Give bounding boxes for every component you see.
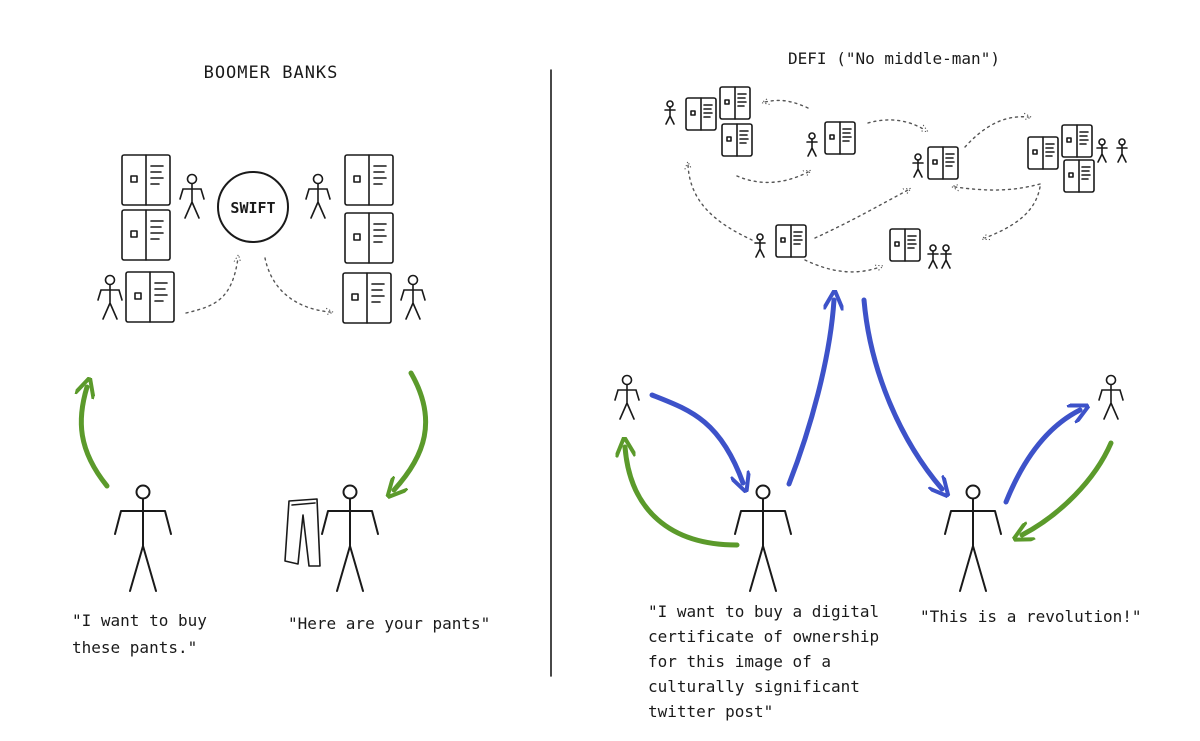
bank-building-icon: [719, 86, 751, 120]
buyer-person-icon: [114, 484, 172, 592]
bank-building-icon: [1061, 124, 1093, 158]
green-flow-arrow: [625, 447, 740, 548]
person-icon: [1116, 138, 1128, 163]
person-icon: [614, 374, 640, 420]
green-flow-arrow: [1022, 440, 1114, 535]
green-flow-arrow: [81, 387, 110, 489]
person-icon: [97, 274, 123, 320]
bank-building-icon: [121, 209, 171, 261]
left-panel-title: BOOMER BANKS: [204, 63, 339, 83]
person-icon: [1098, 374, 1124, 420]
person-icon: [940, 244, 952, 269]
bank-building-icon: [824, 121, 856, 155]
bank-building-icon: [927, 146, 959, 180]
seller-person-icon: [321, 484, 379, 592]
dotted-flow-arrow: [185, 258, 238, 314]
decentralized-network: [664, 86, 1128, 272]
person-icon: [305, 173, 331, 219]
buyer-person-icon: [734, 484, 792, 592]
seller-quote: "Here are your pants": [288, 614, 490, 633]
bank-building-icon: [344, 154, 394, 206]
left-bank-cluster: [97, 154, 205, 323]
left-panel: BOOMER BANKS SWIFT: [72, 63, 490, 657]
bank-building-icon: [685, 97, 717, 131]
seller-person-icon: [944, 484, 1002, 592]
bank-building-icon: [1063, 159, 1095, 193]
swift-network-circle: [217, 171, 289, 243]
dotted-flow-arrow: [264, 257, 330, 312]
person-icon: [754, 233, 766, 258]
blue-flow-arrow: [1003, 410, 1080, 505]
person-icon: [927, 244, 939, 269]
green-flow-arrow: [394, 370, 429, 490]
blue-flow-arrow: [786, 300, 834, 487]
blue-flow-arrow: [861, 297, 942, 489]
bank-building-icon: [344, 212, 394, 264]
buyer-quote: "I want to buy these pants.": [72, 611, 217, 657]
buyer-quote: "I want to buy a digital certificate of …: [648, 602, 889, 721]
bank-building-icon: [125, 271, 175, 323]
bank-building-icon: [775, 224, 807, 258]
person-icon: [912, 153, 924, 178]
bank-building-icon: [1027, 136, 1059, 170]
bank-building-icon: [121, 154, 171, 206]
bank-building-icon: [889, 228, 921, 262]
pants-icon: [284, 498, 321, 567]
swift-label: SWIFT: [230, 199, 275, 217]
person-icon: [400, 274, 426, 320]
bank-building-icon: [342, 272, 392, 324]
person-icon: [806, 132, 818, 157]
blue-flow-arrow: [649, 392, 743, 483]
person-icon: [664, 100, 676, 125]
person-icon: [179, 173, 205, 219]
right-bank-cluster: [305, 154, 426, 324]
right-panel: DEFI ("No middle-man"): [614, 49, 1142, 721]
person-icon: [1096, 138, 1108, 163]
right-panel-title: DEFI ("No middle-man"): [788, 49, 1000, 68]
seller-quote: "This is a revolution!": [920, 607, 1142, 626]
bank-building-icon: [721, 123, 753, 157]
